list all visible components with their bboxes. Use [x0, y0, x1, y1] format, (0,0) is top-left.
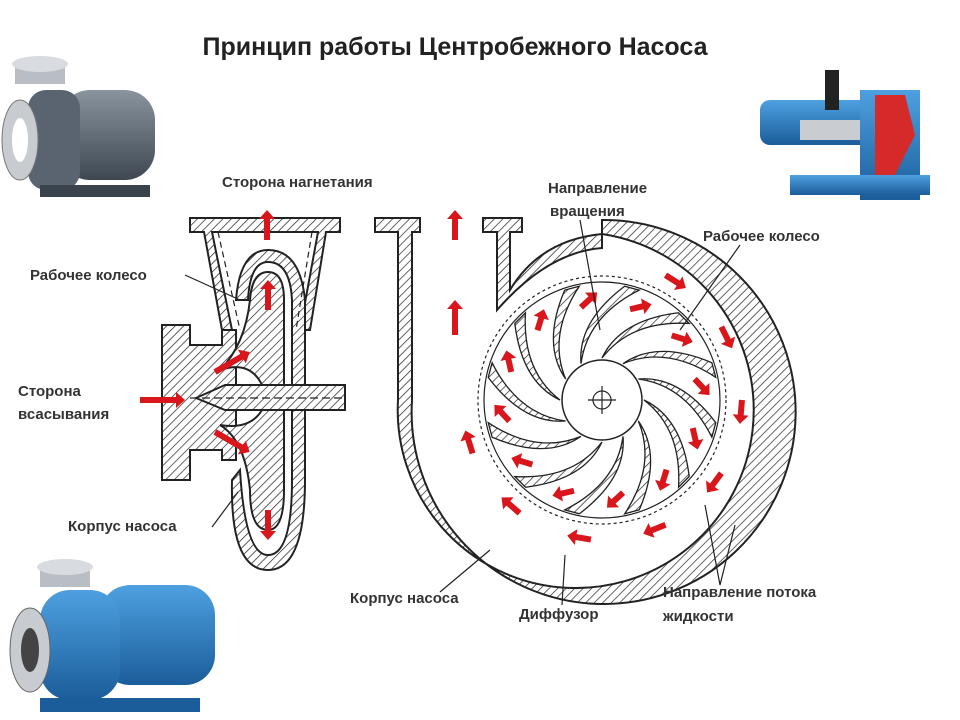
label-impeller-right: Рабочее колесо	[703, 228, 820, 245]
impeller-blade	[638, 378, 717, 440]
label-flow-line2: жидкости	[662, 608, 734, 625]
flow-arrow	[533, 309, 549, 332]
impeller-blade	[562, 436, 624, 515]
label-suction-side-line1: Сторона	[18, 383, 82, 400]
impeller-blade	[601, 312, 691, 359]
label-casing-right: Корпус насоса	[350, 590, 459, 607]
flow-arrow	[606, 490, 626, 508]
volute-view	[374, 217, 797, 605]
flow-arrow	[260, 510, 276, 540]
flow-arrow	[260, 280, 276, 310]
flow-arrow	[213, 429, 250, 455]
flow-arrow	[663, 272, 686, 290]
flow-arrow	[511, 453, 534, 469]
flow-arrow	[732, 399, 749, 424]
impeller-blade	[487, 360, 566, 422]
flow-arrow	[500, 350, 517, 373]
pump-photo-top-left	[1, 56, 155, 197]
flow-arrows	[140, 210, 749, 545]
label-casing-left: Корпус насоса	[68, 518, 177, 535]
impeller-blade	[487, 421, 582, 450]
label-flow-line1: Направление потока	[663, 584, 817, 601]
flow-arrow	[447, 300, 463, 335]
flow-arrow	[552, 485, 575, 502]
flow-arrow	[643, 521, 667, 538]
label-rotation-line2: вращения	[550, 203, 625, 220]
label-impeller-left: Рабочее колесо	[30, 267, 147, 284]
label-suction-side-line2: всасывания	[18, 406, 109, 423]
flow-arrow	[578, 292, 598, 310]
pump-photo-top-right	[748, 70, 948, 210]
pump-photo-bottom-left	[9, 559, 215, 712]
flow-arrow	[140, 392, 185, 408]
flow-arrow	[460, 430, 476, 455]
flow-arrow	[494, 404, 512, 424]
section-view	[161, 217, 346, 572]
impeller-blade	[552, 285, 581, 380]
impeller-blade	[622, 350, 717, 379]
flow-arrow	[718, 325, 736, 349]
flow-arrow	[655, 468, 671, 491]
flow-arrow	[687, 427, 704, 450]
impeller-blade	[513, 441, 603, 488]
flow-arrow	[705, 471, 724, 493]
flow-arrow	[447, 210, 463, 240]
leader-lines	[184, 219, 741, 606]
label-discharge-side: Сторона нагнетания	[222, 174, 373, 191]
impeller-blade	[514, 311, 561, 401]
page-title: Принцип работы Центробежного Насоса	[203, 33, 709, 61]
label-rotation-line1: Направление	[548, 180, 647, 197]
flow-arrow	[259, 210, 275, 240]
flow-arrow	[692, 376, 710, 396]
impeller-blade	[623, 420, 652, 515]
impeller-blade	[580, 285, 642, 364]
flow-arrow	[629, 298, 652, 315]
flow-arrow	[213, 349, 250, 375]
label-diffuser: Диффузор	[519, 606, 599, 623]
flow-arrow	[501, 497, 522, 516]
flow-arrow	[567, 529, 592, 545]
flow-arrow	[670, 331, 693, 347]
impeller-blade	[643, 399, 690, 489]
